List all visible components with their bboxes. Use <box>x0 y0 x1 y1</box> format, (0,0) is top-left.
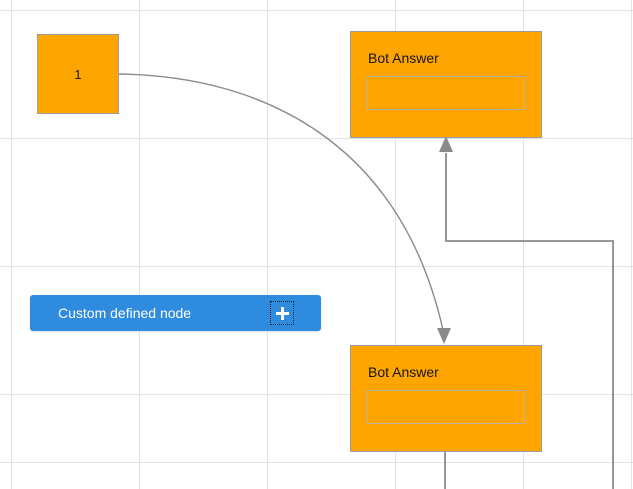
grid-line-horizontal <box>0 138 633 139</box>
custom-defined-node-label: Custom defined node <box>58 305 192 321</box>
bot-answer-title: Bot Answer <box>368 50 439 66</box>
grid-line-vertical <box>11 0 12 489</box>
bot-answer-node-top[interactable]: Bot Answer <box>350 31 542 138</box>
grid-line-horizontal <box>0 394 633 395</box>
start-node[interactable]: 1 <box>37 34 119 114</box>
grid-line-horizontal <box>0 10 633 11</box>
start-node-label: 1 <box>74 66 82 82</box>
grid-line-vertical <box>139 0 140 489</box>
grid-line-horizontal <box>0 266 633 267</box>
custom-defined-node[interactable]: Custom defined node <box>30 295 321 331</box>
bot-answer-node-bottom[interactable]: Bot Answer <box>350 345 542 452</box>
bot-answer-title: Bot Answer <box>368 364 439 380</box>
plus-icon-vertical-bar <box>280 306 284 320</box>
bot-answer-text-field[interactable] <box>367 76 525 110</box>
plus-icon[interactable] <box>270 301 294 325</box>
bot-answer-text-field[interactable] <box>367 390 525 424</box>
grid-line-horizontal <box>0 462 633 463</box>
grid-line-vertical <box>631 0 632 489</box>
grid-line-vertical <box>267 0 268 489</box>
